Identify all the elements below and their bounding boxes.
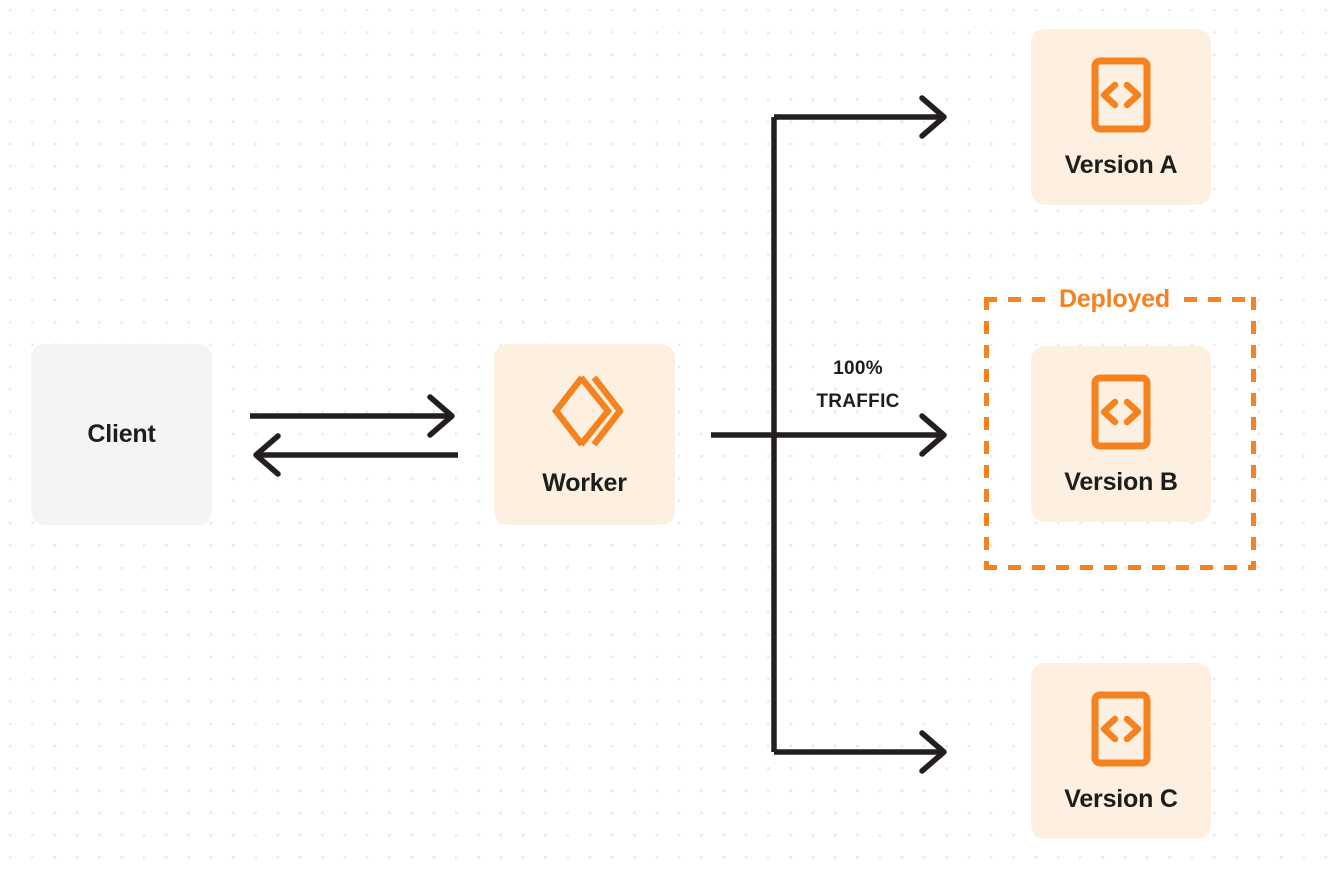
group-border-left [984,297,989,570]
node-version-a-label: Version A [1064,150,1178,179]
arrow-client-to-worker [250,394,455,438]
node-worker[interactable]: Worker [494,344,675,525]
traffic-unit: TRAFFIC [816,391,900,413]
deployed-group-label: Deployed [1050,287,1179,312]
node-worker-label: Worker [542,469,627,497]
traffic-label: 100% TRAFFIC [782,352,934,419]
arrow-worker-to-client [253,433,458,477]
group-border-top-left [984,297,1056,302]
group-border-right [1251,297,1256,570]
arrow-to-version-b [711,413,947,457]
arrow-to-version-a [774,95,947,139]
group-border-bottom [984,565,1256,570]
group-border-top-right [1184,297,1256,302]
node-client[interactable]: Client [31,344,212,525]
cloudflare-workers-logo-icon [547,373,624,449]
node-version-a[interactable]: Version A [1031,29,1211,205]
node-version-c-label: Version C [1064,784,1178,813]
deployed-group: Deployed [984,287,1256,570]
node-version-b-label: Version B [1064,467,1178,496]
node-version-c[interactable]: Version C [1031,663,1211,839]
traffic-percent: 100% [833,358,883,379]
code-file-icon [1091,57,1151,133]
arrow-to-version-c [774,730,947,774]
node-client-label: Client [87,420,156,448]
node-version-b[interactable]: Version B [1031,346,1211,522]
code-file-icon [1091,691,1151,767]
code-file-icon [1091,374,1151,450]
